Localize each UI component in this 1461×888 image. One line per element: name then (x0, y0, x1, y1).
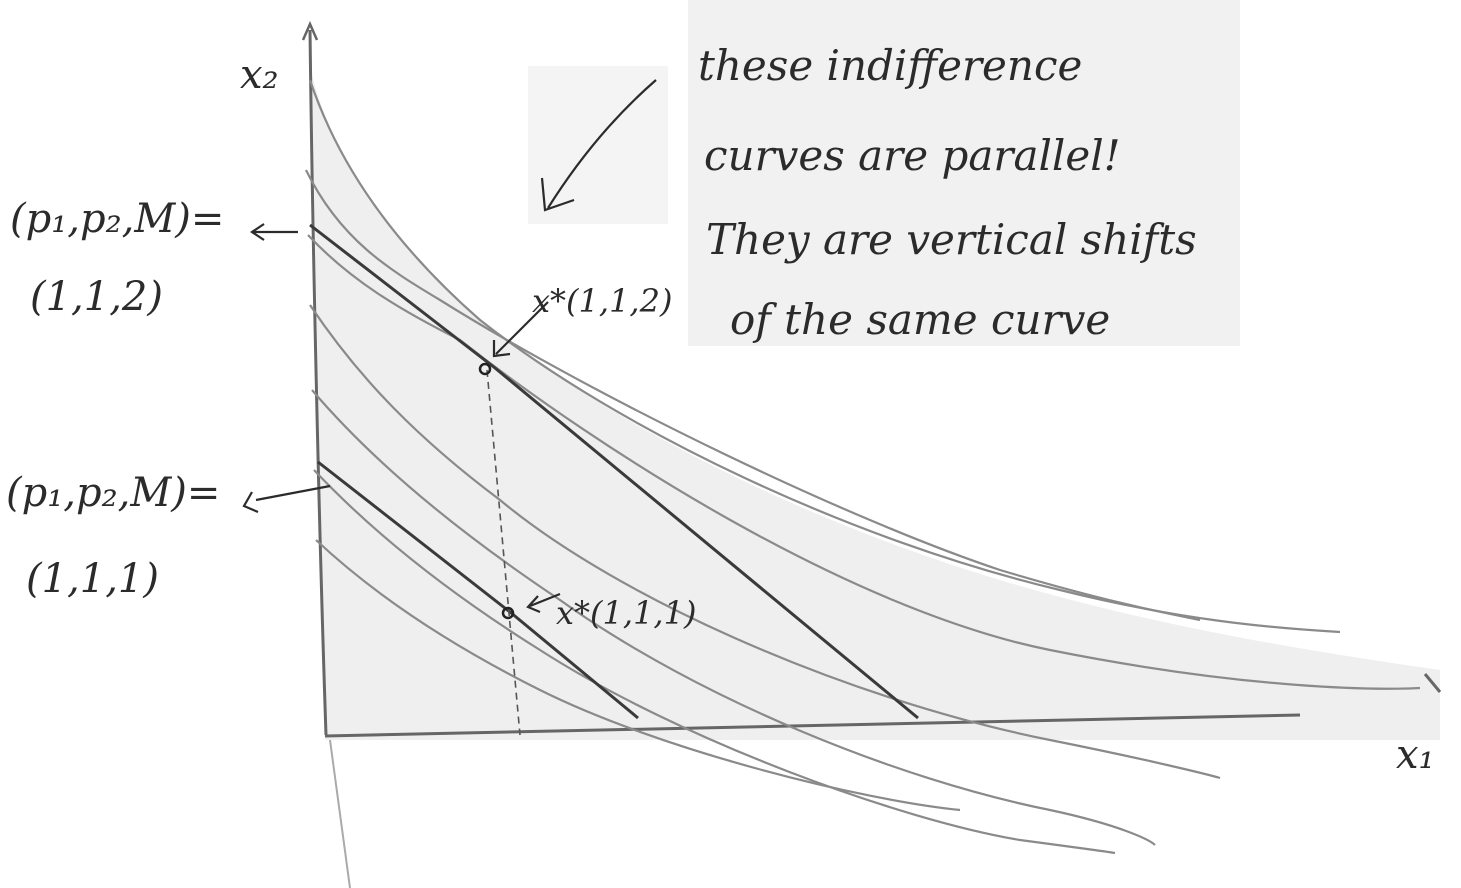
indifference-curve-4 (309, 304, 1221, 780)
budget-label-m2-line1: (p₁,p₂,M)= (10, 196, 224, 242)
indifference-curve-7 (315, 539, 961, 812)
arrow-to-optimum-m2 (495, 301, 549, 355)
budget-line-m2 (309, 223, 919, 720)
y-axis-arrowhead (301, 20, 319, 41)
y-axis (308, 29, 328, 736)
indifference-curve-2 (305, 169, 1201, 622)
arrow-label-m2-to-axis-head (250, 223, 265, 241)
optimum-label-m1: x*(1,1,1) (556, 594, 696, 632)
optimum-label-m2: x*(1,1,2) (532, 282, 672, 320)
indifference-curve-6 (313, 469, 1116, 855)
optimum-dashed-line (486, 369, 521, 736)
indifference-curve-1 (308, 79, 1341, 634)
arrow-to-optimum-m1-head (526, 595, 541, 614)
shaded-region (312, 75, 1440, 740)
y-axis-label: x₂ (240, 52, 279, 98)
arrow-label-m1-to-axis-head (242, 491, 259, 514)
arrow-to-optimum-m2-head (492, 340, 511, 358)
arrow-to-optimum-m1 (529, 592, 561, 608)
note-line-2: curves are parallel! (704, 131, 1121, 180)
arrow-label-m1-to-axis (255, 484, 331, 502)
budget-label-m2-line2: (1,1,2) (30, 274, 163, 320)
note-shading (688, 0, 1240, 346)
x-axis-arrowhead (1423, 673, 1442, 693)
note-arrow-head (540, 177, 575, 212)
optimum-point-m1 (501, 606, 515, 620)
indifference-curve-5 (311, 389, 1156, 846)
indifference-curve-3 (307, 234, 1421, 690)
optimum-point-m2 (478, 362, 492, 376)
note: these indifference curves are parallel! … (698, 41, 1197, 344)
note-line-1: these indifference (698, 41, 1082, 90)
note-line-4: of the same curve (730, 295, 1110, 344)
x-axis (324, 713, 1301, 738)
x-axis-label: x₁ (1396, 732, 1435, 778)
budget-label-m1-line1: (p₁,p₂,M)= (6, 470, 220, 516)
note-line-3: They are vertical shifts (706, 215, 1197, 264)
budget-line-m1 (317, 460, 639, 720)
budget-lines (309, 223, 919, 720)
arrow-shading (528, 66, 668, 224)
indifference-curves (305, 79, 1421, 855)
note-arrow (547, 79, 657, 209)
y-axis-extension (329, 739, 351, 888)
budget-label-m1-line2: (1,1,1) (26, 556, 159, 602)
